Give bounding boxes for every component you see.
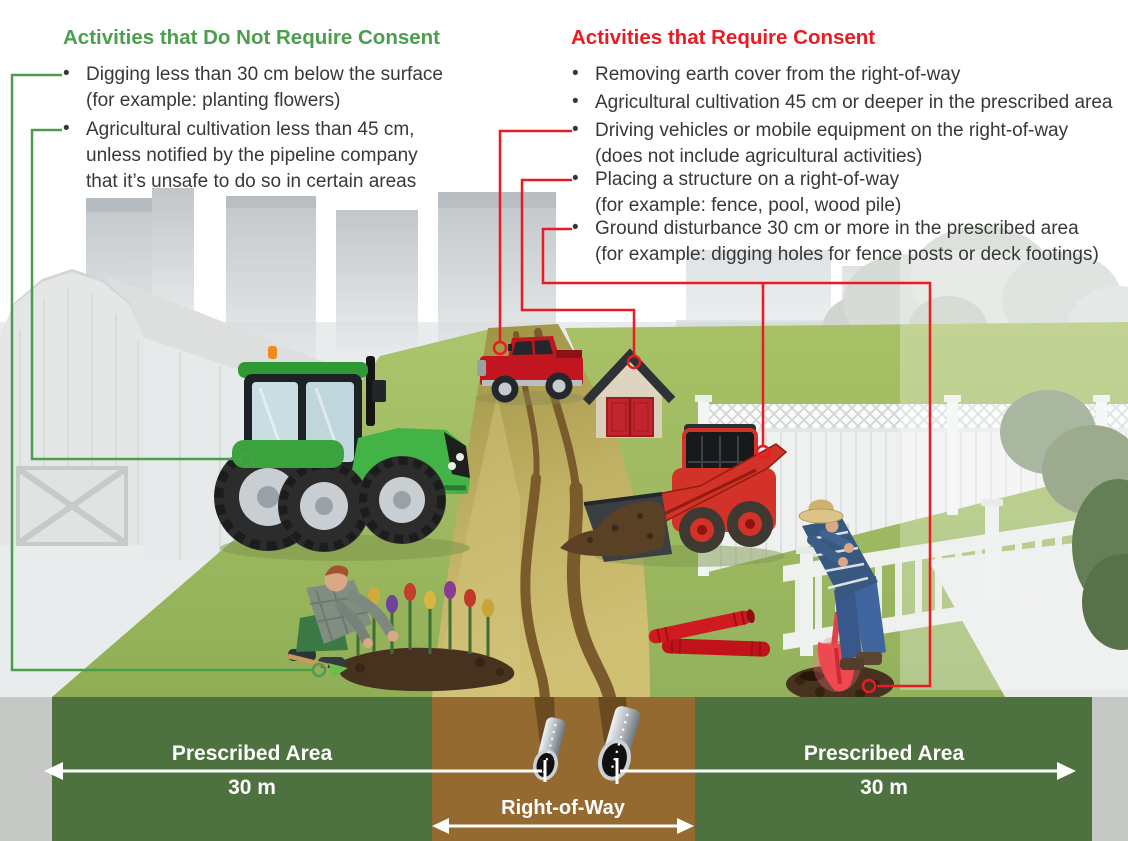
green-trees-illustration: [1000, 390, 1128, 650]
consent-heading: Activities that Require Consent: [571, 26, 876, 49]
flower-planting-person-illustration: [287, 565, 515, 692]
connector-digging: [10, 73, 312, 672]
list-item-line: (for example: digging holes for fence po…: [595, 244, 1099, 265]
list-item-line: Digging less than 30 cm below the surfac…: [86, 64, 443, 85]
list-item-line: (does not include agricultural activitie…: [595, 146, 923, 167]
tractor-illustration: [214, 346, 470, 561]
shed-illustration: [582, 348, 676, 438]
list-item-line: Agricultural cultivation 45 cm or deeper…: [595, 92, 1113, 113]
list-item-earth-cover: • Removing earth cover from the right-of…: [572, 62, 960, 88]
pickup-truck-illustration: [475, 336, 585, 405]
distance-label-right: 30 m: [860, 776, 908, 799]
list-item-line: unless notified by the pipeline company: [86, 145, 418, 166]
list-item-line: Driving vehicles or mobile equipment on …: [595, 120, 1069, 141]
list-item-line: Placing a structure on a right-of-way: [595, 169, 900, 190]
bullet-dot: •: [572, 91, 579, 112]
connector-endpoint-shed: [626, 354, 642, 370]
pipeline-pipe-cross-section: [598, 706, 641, 781]
list-item-deep-cultivation: • Agricultural cultivation 45 cm or deep…: [572, 90, 1113, 116]
no-consent-connectors: [10, 73, 327, 678]
red-pipes-illustration: [648, 609, 770, 657]
connector-endpoint-tractor: [238, 451, 254, 467]
consent-connectors: [492, 129, 932, 694]
bullet-dot: •: [572, 63, 579, 84]
distance-label-left: 30 m: [228, 776, 276, 799]
list-item-line: Removing earth cover from the right-of-w…: [595, 64, 961, 85]
connector-structure: [520, 178, 636, 355]
list-item-line: Ground disturbance 30 cm or more in the …: [595, 218, 1079, 239]
connector-ground-disturbance: [541, 227, 932, 688]
connector-endpoint-truck: [492, 340, 508, 356]
list-item-line: (for example: fence, pool, wood pile): [595, 195, 902, 216]
prescribed-area-label-left: Prescribed Area: [171, 742, 333, 765]
list-item-line: Agricultural cultivation less than 45 cm…: [86, 119, 415, 140]
bullet-dot: •: [572, 168, 579, 189]
prescribed-area-label-right: Prescribed Area: [803, 742, 965, 765]
list-item-digging: • Digging less than 30 cm below the surf…: [63, 62, 443, 114]
connector-endpoint-dug-hole: [861, 678, 877, 694]
list-item-cultivation: • Agricultural cultivation less than 45 …: [63, 117, 418, 195]
bullet-dot: •: [572, 119, 579, 140]
skid-steer-loader-illustration: [560, 424, 788, 567]
no-consent-heading: Activities that Do Not Require Consent: [63, 26, 441, 49]
cross-section-band: [0, 697, 1128, 841]
list-item-line: (for example: planting flowers): [86, 90, 341, 111]
connector-endpoint-skid-steer: [755, 444, 771, 460]
measurement-arrows: [44, 758, 1076, 834]
bullet-dot: •: [63, 118, 70, 139]
list-item-structure: • Placing a structure on a right-of-way …: [572, 167, 901, 219]
list-item-driving: • Driving vehicles or mobile equipment o…: [572, 118, 1068, 170]
right-of-way-label: Right-of-Way: [501, 797, 625, 819]
connector-cultivation: [30, 128, 239, 461]
list-item-ground-disturbance: • Ground disturbance 30 cm or more in th…: [572, 216, 1099, 268]
connector-driving: [498, 129, 572, 341]
bullet-dot: •: [572, 217, 579, 238]
list-item-line: that it’s unsafe to do so in certain are…: [86, 171, 417, 192]
bullet-dot: •: [63, 63, 70, 84]
connector-endpoint-flowers: [311, 662, 327, 678]
digging-person-illustration: [786, 499, 894, 703]
